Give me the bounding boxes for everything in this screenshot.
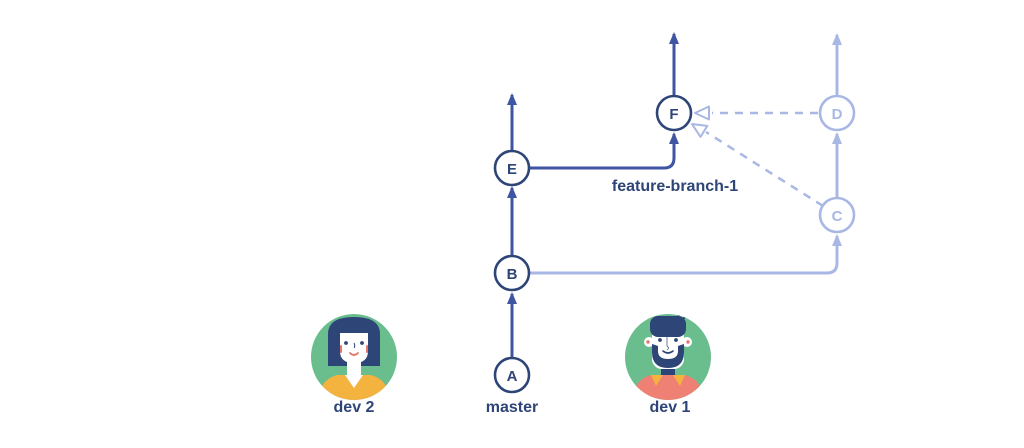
dev-1-collar-left [651, 375, 663, 386]
dev-1-shirt [633, 375, 703, 400]
dev-1-beard [652, 344, 684, 368]
dev-1-hair [650, 316, 686, 337]
commit-circle-f [655, 94, 693, 132]
commit-nodes: A B E F C D [493, 94, 856, 394]
avatar-dev-1 [625, 314, 711, 400]
dev-1-right-eye [674, 338, 678, 342]
commit-node-d: D [818, 94, 856, 132]
commit-circle-c [818, 196, 856, 234]
commit-label-a: A [507, 368, 518, 385]
dev-1-mouth [662, 350, 674, 354]
dev-1-right-ear-dot [686, 340, 690, 344]
label-dev-2: dev 2 [334, 399, 375, 416]
commit-node-b: B [493, 254, 531, 292]
commit-node-a: A [493, 356, 531, 394]
commit-circle-d [818, 94, 856, 132]
dev-2-mouth [349, 352, 359, 356]
dev-1-left-eye [658, 338, 662, 342]
dev-1-collar-right [673, 375, 685, 386]
dev-1-left-ear-dot [646, 340, 650, 344]
commit-circle-b [493, 254, 531, 292]
commit-label-d: D [832, 106, 843, 123]
edges [507, 32, 842, 358]
text-labels: feature-branch-1 master dev 2 dev 1 [334, 178, 739, 416]
avatar-dev-2 [311, 314, 397, 400]
commit-node-e: E [493, 149, 531, 187]
commit-node-f: F [655, 94, 693, 132]
label-feature-branch-1: feature-branch-1 [612, 178, 738, 195]
dev-2-neck [347, 356, 361, 376]
avatar-dev-2-face-art [319, 317, 389, 400]
open-arrowhead-c-to-f [691, 123, 709, 138]
label-master: master [486, 399, 538, 416]
commit-circle-a [493, 356, 531, 394]
commit-label-e: E [507, 161, 517, 178]
edge-e-to-f [529, 132, 679, 170]
commit-node-c: C [818, 196, 856, 234]
dev-2-collar [345, 375, 363, 388]
label-dev-1: dev 1 [650, 399, 691, 416]
edge-b-to-c [529, 234, 842, 275]
dev-1-nose-line [666, 337, 669, 351]
avatar-dev-1-face-art [633, 314, 703, 400]
dev-2-left-eye [344, 341, 348, 345]
commit-label-b: B [507, 266, 518, 283]
open-arrowhead-d-to-f [694, 105, 710, 121]
dev-2-right-eye [360, 341, 364, 345]
commit-circle-e [493, 149, 531, 187]
commit-label-c: C [832, 208, 843, 225]
dev-2-nose [353, 342, 356, 349]
commit-label-f: F [669, 106, 678, 123]
